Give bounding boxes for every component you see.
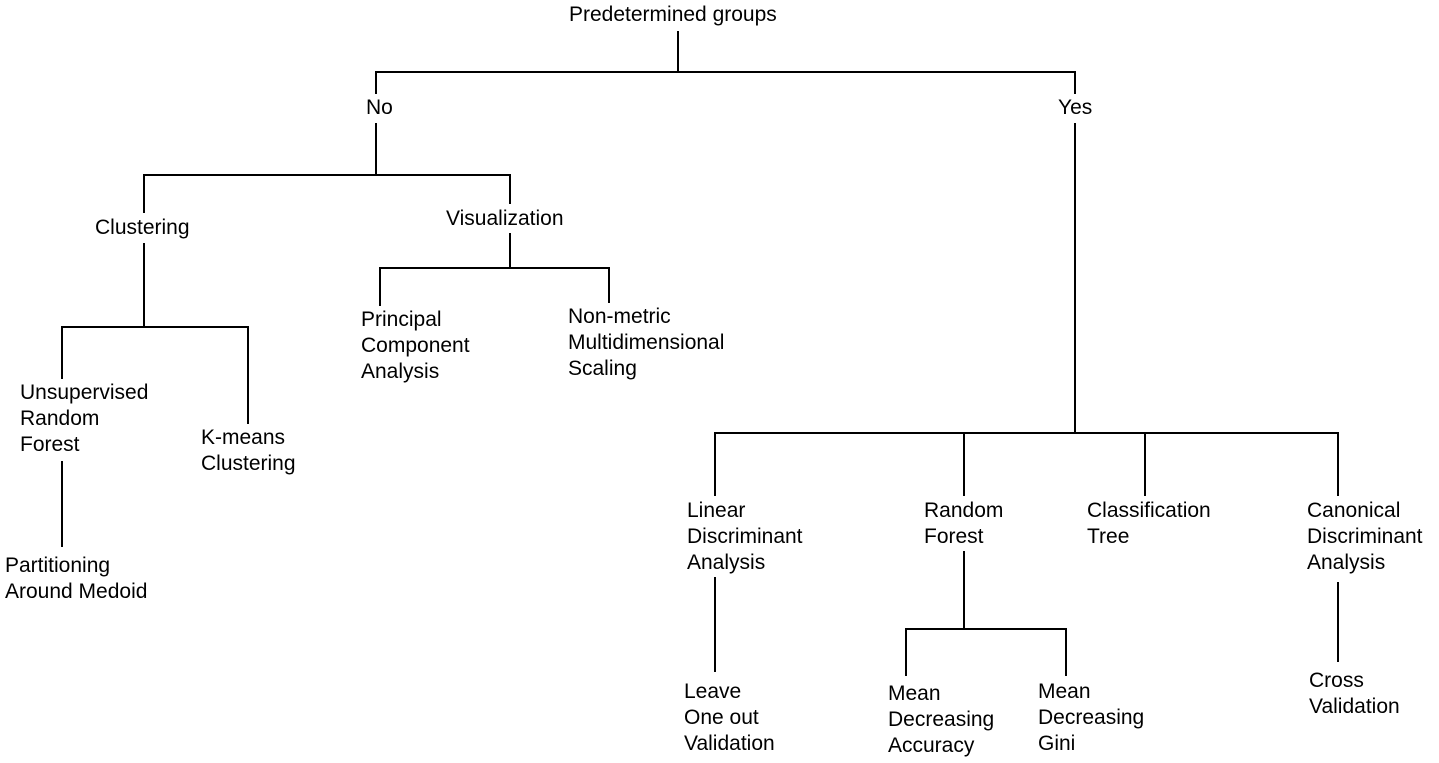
node-leave-one-out-validation: Leave One out Validation — [684, 679, 775, 757]
node-label-line: Leave — [684, 680, 742, 703]
node-random-forest: Random Forest — [924, 498, 1003, 550]
node-label-line: Non-metric — [568, 305, 671, 328]
node-label-line: Discriminant — [1307, 525, 1423, 548]
node-classification-tree: Classification Tree — [1087, 498, 1211, 550]
node-label-line: Cross — [1309, 669, 1364, 692]
node-visualization: Visualization — [446, 206, 564, 232]
node-non-metric-multidimensional-scaling: Non-metric Multidimensional Scaling — [568, 304, 724, 382]
node-label-line: Validation — [684, 732, 775, 755]
node-canonical-discriminant-analysis: Canonical Discriminant Analysis — [1307, 498, 1423, 576]
node-label-line: Analysis — [361, 360, 440, 383]
node-principal-component-analysis: Principal Component Analysis — [361, 307, 470, 385]
node-label-line: Around Medoid — [5, 580, 148, 603]
node-label-line: Discriminant — [687, 525, 803, 548]
node-label-line: Principal — [361, 308, 442, 331]
node-label-line: Accuracy — [888, 734, 975, 757]
node-label-line: Clustering — [201, 452, 296, 475]
node-label-line: Unsupervised — [20, 381, 149, 404]
node-mean-decreasing-accuracy: Mean Decreasing Accuracy — [888, 681, 994, 759]
node-no: No — [366, 95, 393, 121]
node-label-line: K-means — [201, 426, 286, 449]
node-label-line: Clustering — [95, 216, 190, 239]
node-unsupervised-random-forest: Unsupervised Random Forest — [20, 380, 148, 458]
node-k-means-clustering: K-means Clustering — [201, 425, 296, 477]
node-label-line: Tree — [1087, 525, 1130, 548]
node-label-line: Validation — [1309, 695, 1400, 718]
node-label-line: Component — [361, 334, 470, 357]
node-linear-discriminant-analysis: Linear Discriminant Analysis — [687, 498, 803, 576]
node-cross-validation: Cross Validation — [1309, 668, 1400, 720]
node-label-line: Decreasing — [888, 708, 995, 731]
node-label-line: Random — [924, 499, 1004, 522]
node-label-line: One out — [684, 706, 759, 729]
node-label-line: Forest — [924, 525, 984, 548]
node-label-line: Analysis — [687, 551, 766, 574]
node-label-line: Decreasing — [1038, 706, 1145, 729]
node-clustering: Clustering — [95, 215, 190, 241]
node-yes: Yes — [1058, 95, 1092, 121]
node-label-line: Visualization — [446, 207, 564, 230]
node-label-line: Mean — [1038, 680, 1091, 703]
node-label-line: Analysis — [1307, 551, 1386, 574]
node-label-line: Mean — [888, 682, 941, 705]
node-label-line: Classification — [1087, 499, 1211, 522]
node-label-line: Predetermined groups — [569, 3, 777, 26]
node-label-line: Scaling — [568, 357, 637, 380]
node-mean-decreasing-gini: Mean Decreasing Gini — [1038, 679, 1144, 757]
node-label-line: Gini — [1038, 732, 1076, 755]
node-label-line: Partitioning — [5, 554, 111, 577]
node-label-line: Multidimensional — [568, 331, 725, 354]
node-label-line: Random — [20, 407, 100, 430]
node-label-line: Yes — [1058, 96, 1093, 119]
node-label-line: Forest — [20, 433, 80, 456]
connector-lines — [61, 31, 1339, 676]
node-label-line: Linear — [687, 499, 746, 522]
node-label-line: No — [366, 96, 393, 119]
node-label-line: Canonical — [1307, 499, 1401, 522]
node-partitioning-around-medoid: Partitioning Around Medoid — [5, 553, 147, 605]
node-predetermined-groups: Predetermined groups — [569, 2, 777, 28]
